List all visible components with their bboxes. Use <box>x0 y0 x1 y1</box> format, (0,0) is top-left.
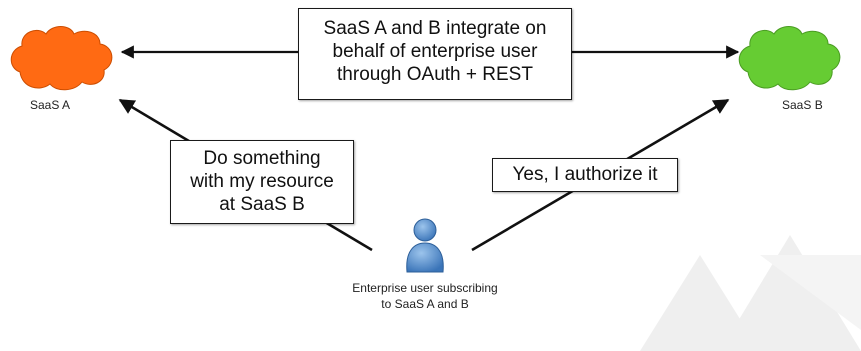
request-note-line-2: with my resource <box>190 171 334 192</box>
saas-b-cloud-icon <box>738 26 841 91</box>
request-note-line-3: at SaaS B <box>219 194 305 215</box>
saas-b-label: SaaS B <box>782 98 823 112</box>
request-note: Do something with my resource at SaaS B <box>170 140 354 224</box>
integration-note-line-2: behalf of enterprise user <box>332 41 538 62</box>
user-icon <box>406 218 444 273</box>
user-caption: Enterprise user subscribing to SaaS A an… <box>325 280 525 312</box>
saas-a-label: SaaS A <box>30 98 71 112</box>
watermark-shape <box>640 235 861 351</box>
authorize-note: Yes, I authorize it <box>492 158 678 192</box>
user-caption-line-2: to SaaS A and B <box>381 297 469 311</box>
authorize-note-line-1: Yes, I authorize it <box>512 164 658 185</box>
integration-note-line-3: through OAuth + REST <box>337 64 533 85</box>
request-note-line-1: Do something <box>203 148 321 169</box>
saas-a-cloud-icon <box>10 26 113 91</box>
user-caption-line-1: Enterprise user subscribing <box>352 281 498 295</box>
integration-note-line-1: SaaS A and B integrate on <box>323 18 547 39</box>
integration-note: SaaS A and B integrate on behalf of ente… <box>298 8 572 100</box>
